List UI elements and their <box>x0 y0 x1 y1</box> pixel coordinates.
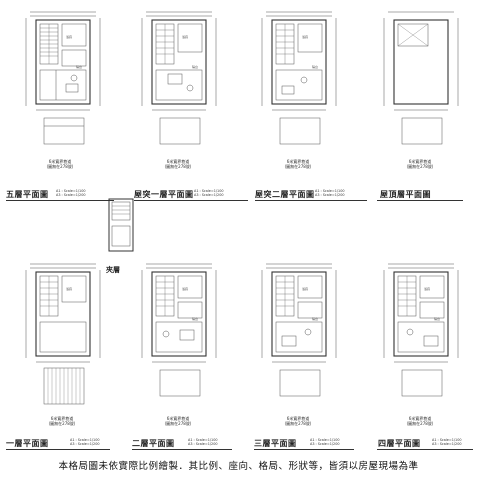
caption-line-1: 6米寬界巷道 <box>286 159 310 164</box>
title-underline-3f <box>254 449 354 450</box>
plan-proof-1: 浴廁 陽台 <box>138 8 220 148</box>
plan-title-5f: 五層平面圖 <box>6 190 49 199</box>
room-label-balcony: 陽台 <box>434 316 440 321</box>
room-label-balcony: 陽台 <box>192 64 198 69</box>
caption-line-2: (圖無在278號) <box>164 164 192 169</box>
caption-line-2: (圖無在278號) <box>284 421 312 426</box>
room-label-bath: 浴廁 <box>182 286 188 291</box>
plan-roof <box>380 8 462 148</box>
mezzanine-label: 夾層 <box>106 266 120 274</box>
scale-proof-1: A1 : Scale=1/100 A3 : Scale=1/200 <box>194 189 224 197</box>
room-label-bath: 浴廁 <box>66 286 72 291</box>
scale-line-2: A3 : Scale=1/200 <box>432 442 462 446</box>
caption-proof-1: 6米寬界巷道 (圖無在278號) <box>148 159 208 169</box>
scale-line-2: A3 : Scale=1/200 <box>194 193 224 197</box>
scale-line-1: A1 : Scale=1/100 <box>310 438 340 442</box>
scale-line-2: A3 : Scale=1/200 <box>315 193 345 197</box>
caption-4f: 6米寬界巷道 (圖無在278號) <box>390 416 450 426</box>
disclaimer-note: 本格局圖未依實際比例繪製．其比例、座向、格局、形狀等，皆須以房屋現場為準 <box>58 461 419 472</box>
title-underline-2f <box>132 449 232 450</box>
caption-line-2: (圖無在278號) <box>164 421 192 426</box>
plan-title-2f: 二層平面圖 <box>132 439 175 448</box>
room-label-bath: 浴廁 <box>302 34 308 39</box>
scale-proof-2: A1 : Scale=1/100 A3 : Scale=1/200 <box>315 189 345 197</box>
scale-line-1: A1 : Scale=1/100 <box>315 189 345 193</box>
room-label-balcony: 陽台 <box>192 316 198 321</box>
room-label-bath: 浴廁 <box>182 34 188 39</box>
plan-4f: 浴廁 陽台 <box>380 260 462 410</box>
caption-line-2: (圖無在278號) <box>284 164 312 169</box>
room-label-bath: 浴廁 <box>66 34 72 39</box>
plan-mezzanine <box>106 196 136 254</box>
caption-3f: 6米寬界巷道 (圖無在278號) <box>268 416 328 426</box>
scale-line-2: A3 : Scale=1/200 <box>310 442 340 446</box>
scale-line-1: A1 : Scale=1/100 <box>70 438 100 442</box>
plan-title-4f: 四層平面圖 <box>378 439 421 448</box>
floor-plan-1f-drawing: 浴廁 <box>25 263 101 405</box>
scale-line-1: A1 : Scale=1/100 <box>56 189 86 193</box>
floor-plan-5f-drawing: 浴廁 陽台 <box>25 11 101 145</box>
room-label-bath: 浴廁 <box>302 286 308 291</box>
floor-plan-4f-drawing: 浴廁 陽台 <box>383 263 459 397</box>
scale-4f: A1 : Scale=1/100 A3 : Scale=1/200 <box>432 438 462 446</box>
plan-title-1f: 一層平面圖 <box>6 439 49 448</box>
title-underline-5f <box>6 200 114 201</box>
scale-3f: A1 : Scale=1/100 A3 : Scale=1/200 <box>310 438 340 446</box>
scale-line-1: A1 : Scale=1/100 <box>432 438 462 442</box>
caption-line-2: (圖無在278號) <box>406 164 434 169</box>
scale-line-2: A3 : Scale=1/200 <box>56 193 86 197</box>
title-underline-proof-1 <box>134 200 248 201</box>
floor-plan-proof-2-drawing: 浴廁 陽台 <box>261 11 337 145</box>
caption-line-2: (圖無在278號) <box>48 421 76 426</box>
plan-3f: 浴廁 陽台 <box>258 260 340 410</box>
floor-plan-3f-drawing: 浴廁 陽台 <box>261 263 337 397</box>
caption-proof-2: 6米寬界巷道 (圖無在278號) <box>268 159 328 169</box>
caption-line-1: 6米寬界巷道 <box>166 159 190 164</box>
caption-line-1: 6米寬界巷道 <box>48 159 72 164</box>
scale-line-1: A1 : Scale=1/100 <box>188 438 218 442</box>
caption-line-2: (圖無在278號) <box>46 164 74 169</box>
mezzanine-drawing <box>108 198 134 252</box>
caption-line-1: 6米寬界巷道 <box>408 159 432 164</box>
caption-line-1: 6米寬界巷道 <box>50 416 74 421</box>
scale-2f: A1 : Scale=1/100 A3 : Scale=1/200 <box>188 438 218 446</box>
title-underline-roof <box>377 200 463 201</box>
room-label-bath: 浴廁 <box>424 286 430 291</box>
floor-plan-proof-1-drawing: 浴廁 陽台 <box>141 11 217 145</box>
caption-line-1: 6米寬界巷道 <box>286 416 310 421</box>
scale-5f: A1 : Scale=1/100 A3 : Scale=1/200 <box>56 189 86 197</box>
plan-proof-2: 浴廁 陽台 <box>258 8 340 148</box>
plan-1f: 浴廁 <box>22 260 104 410</box>
scale-line-2: A3 : Scale=1/200 <box>188 442 218 446</box>
plan-title-3f: 三層平面圖 <box>254 439 297 448</box>
scale-line-1: A1 : Scale=1/100 <box>194 189 224 193</box>
room-label-balcony: 陽台 <box>312 316 318 321</box>
caption-2f: 6米寬界巷道 (圖無在278號) <box>148 416 208 426</box>
plan-title-proof-1: 屋突一層平面圖 <box>134 190 194 199</box>
room-label-balcony: 陽台 <box>76 64 82 69</box>
title-underline-4f <box>377 449 473 450</box>
room-label-balcony: 陽台 <box>312 64 318 69</box>
scale-1f: A1 : Scale=1/100 A3 : Scale=1/200 <box>70 438 100 446</box>
scale-line-2: A3 : Scale=1/200 <box>70 442 100 446</box>
plan-title-roof: 屋頂層平面圖 <box>380 190 431 199</box>
caption-line-1: 6米寬界巷道 <box>166 416 190 421</box>
caption-5f: 6米寬界巷道 (圖無在278號) <box>30 159 90 169</box>
floor-plan-2f-drawing: 浴廁 陽台 <box>141 263 217 397</box>
floor-plan-roof-drawing <box>383 11 459 145</box>
caption-1f: 6米寬界巷道 (圖無在278號) <box>32 416 92 426</box>
caption-line-1: 6米寬界巷道 <box>408 416 432 421</box>
plan-title-proof-2: 屋突二層平面圖 <box>255 190 315 199</box>
plan-2f: 浴廁 陽台 <box>138 260 220 410</box>
title-underline-proof-2 <box>255 200 367 201</box>
caption-line-2: (圖無在278號) <box>406 421 434 426</box>
plan-5f: 浴廁 陽台 <box>22 8 104 148</box>
caption-roof: 6米寬界巷道 (圖無在278號) <box>390 159 450 169</box>
title-underline-1f <box>6 449 110 450</box>
